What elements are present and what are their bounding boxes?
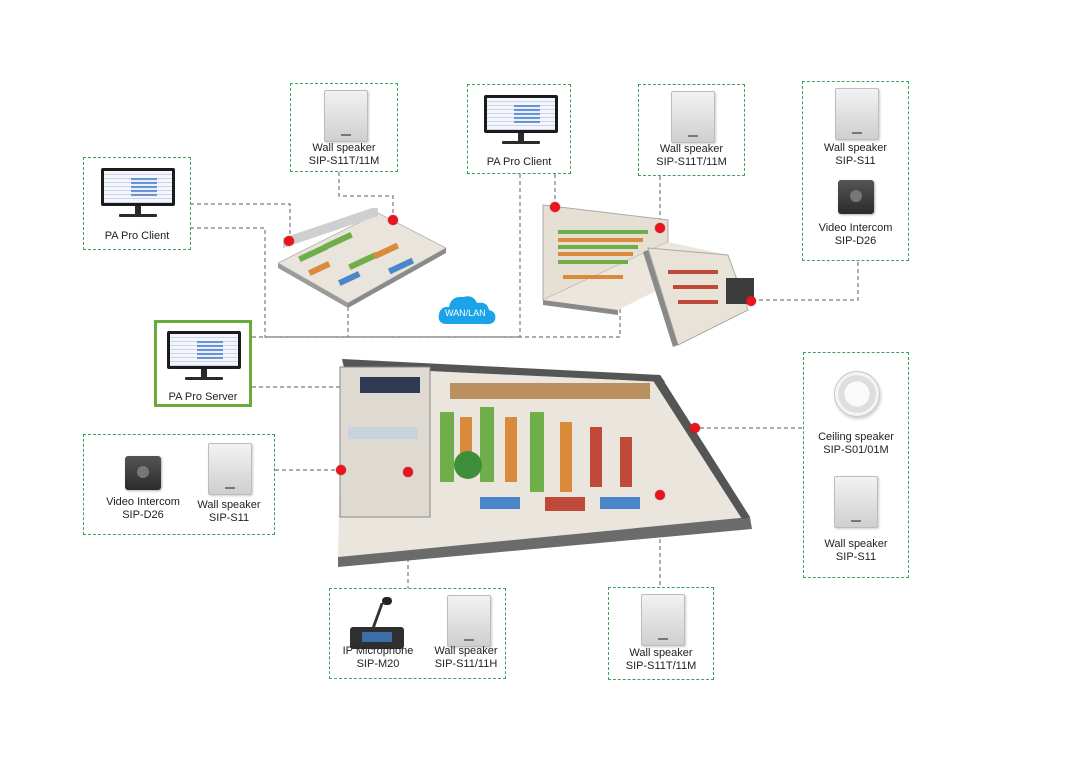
- ceiling-speaker-icon: [834, 371, 880, 417]
- bottom-right-line2: SIP-S11T/11M: [625, 660, 697, 672]
- right-top-intercom-line2: SIP-D26: [834, 235, 877, 247]
- endpoint-dot: [655, 490, 665, 500]
- video-intercom-icon: [838, 180, 874, 214]
- endpoint-dot: [690, 423, 700, 433]
- wall-speaker-top-right-box: Wall speaker SIP-S11T/11M: [638, 84, 745, 176]
- endpoint-dot: [388, 215, 398, 225]
- right-mid-ceiling-line2: SIP-S01/01M: [823, 444, 889, 456]
- wall-speaker-icon: [208, 443, 252, 495]
- wall-speaker-icon: [641, 594, 685, 646]
- wall-speaker-icon: [671, 91, 715, 143]
- video-intercom-icon: [125, 456, 161, 490]
- left-mid-intercom-line2: SIP-D26: [122, 509, 164, 521]
- store-small-isometric: [278, 208, 448, 308]
- left-mid-speaker-line1: Wall speaker: [197, 499, 261, 511]
- endpoint-dot: [403, 467, 413, 477]
- bottom-left-speaker-line1: Wall speaker: [434, 645, 498, 657]
- right-mid-speaker-line1: Wall speaker: [824, 538, 888, 550]
- client-mid-box: PA Pro Client: [467, 84, 571, 174]
- wall-speaker-icon: [835, 88, 879, 140]
- wall-speaker-top-right-line1: Wall speaker: [659, 143, 724, 155]
- wall-speaker-top-left-box: Wall speaker SIP-S11T/11M: [290, 83, 398, 172]
- wall-speaker-top-left-line2: SIP-S11T/11M: [308, 155, 380, 167]
- endpoint-dot: [655, 223, 665, 233]
- right-top-speaker-line1: Wall speaker: [823, 142, 888, 154]
- right-mid-ceiling-line1: Ceiling speaker: [818, 431, 894, 443]
- endpoint-dot: [746, 296, 756, 306]
- client-left-box: PA Pro Client: [83, 157, 191, 250]
- right-mid-speaker-line2: SIP-S11: [835, 551, 877, 563]
- server-box: PA Pro Server: [154, 320, 252, 407]
- left-mid-speaker-line2: SIP-S11: [208, 512, 250, 524]
- client-mid-label: PA Pro Client: [486, 156, 552, 168]
- client-left-label: PA Pro Client: [104, 230, 170, 242]
- right-top-box: Wall speaker SIP-S11 Video Intercom SIP-…: [802, 81, 909, 261]
- left-mid-box: Video Intercom SIP-D26 Wall speaker SIP-…: [83, 434, 275, 535]
- store-medium-isometric: [542, 204, 754, 347]
- bottom-right-line1: Wall speaker: [629, 647, 693, 659]
- bottom-left-mic-line1: IP Microphone: [342, 645, 414, 657]
- wall-speaker-icon: [324, 90, 368, 142]
- bottom-left-speaker-line2: SIP-S11/11H: [434, 658, 498, 670]
- bottom-right-box: Wall speaker SIP-S11T/11M: [608, 587, 714, 680]
- endpoint-dot: [336, 465, 346, 475]
- right-top-speaker-line2: SIP-S11: [835, 155, 876, 167]
- right-mid-box: Ceiling speaker SIP-S01/01M Wall speaker…: [803, 352, 909, 578]
- wan-lan-cloud-icon: [438, 296, 496, 325]
- endpoint-dot: [550, 202, 560, 212]
- endpoint-dot: [284, 236, 294, 246]
- bottom-left-box: IP Microphone SIP-M20 Wall speaker SIP-S…: [329, 588, 506, 679]
- right-top-intercom-line1: Video Intercom: [818, 222, 893, 234]
- left-mid-intercom-line1: Video Intercom: [106, 496, 180, 508]
- store-large-isometric: [338, 359, 752, 567]
- bottom-left-mic-line2: SIP-M20: [356, 658, 400, 670]
- wall-speaker-icon: [834, 476, 878, 528]
- wall-speaker-icon: [447, 595, 491, 647]
- cloud-label: WAN/LAN: [445, 308, 486, 318]
- server-label: PA Pro Server: [168, 391, 238, 403]
- wall-speaker-top-right-line2: SIP-S11T/11M: [656, 156, 727, 168]
- wall-speaker-top-left-line1: Wall speaker: [312, 142, 376, 154]
